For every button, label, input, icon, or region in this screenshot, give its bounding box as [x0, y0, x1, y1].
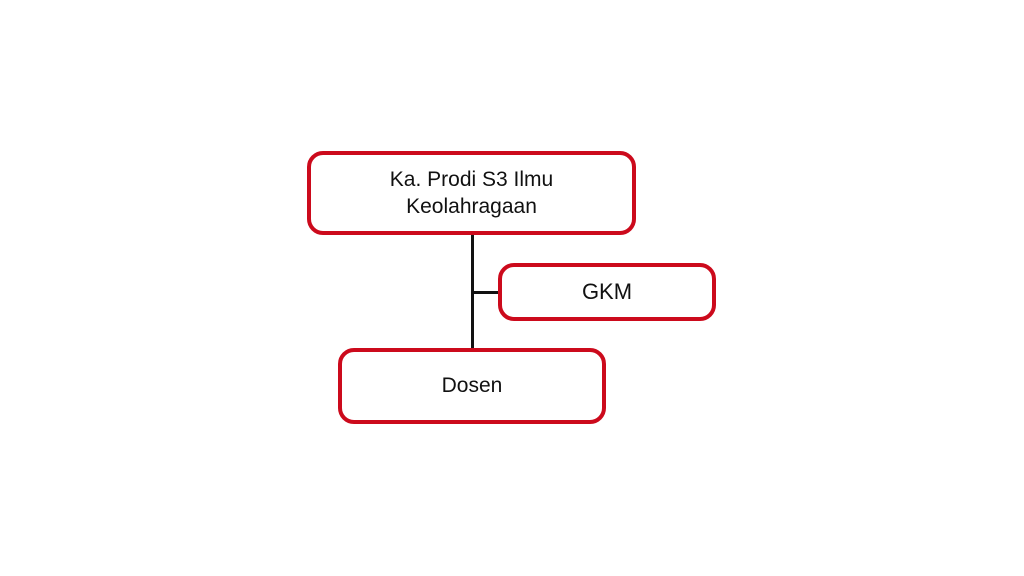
node-head-of-program: Ka. Prodi S3 Ilmu Keolahragaan: [307, 151, 636, 235]
node-dosen-label: Dosen: [441, 374, 503, 397]
node-gkm-label: GKM: [581, 279, 633, 304]
node-head-label: Ka. Prodi S3 Ilmu Keolahragaan: [389, 168, 554, 218]
connector-branch-to-gkm: [473, 291, 498, 294]
connector-head-to-dosen: [471, 235, 474, 348]
node-dosen: Dosen: [338, 348, 606, 424]
node-gkm: GKM: [498, 263, 716, 321]
